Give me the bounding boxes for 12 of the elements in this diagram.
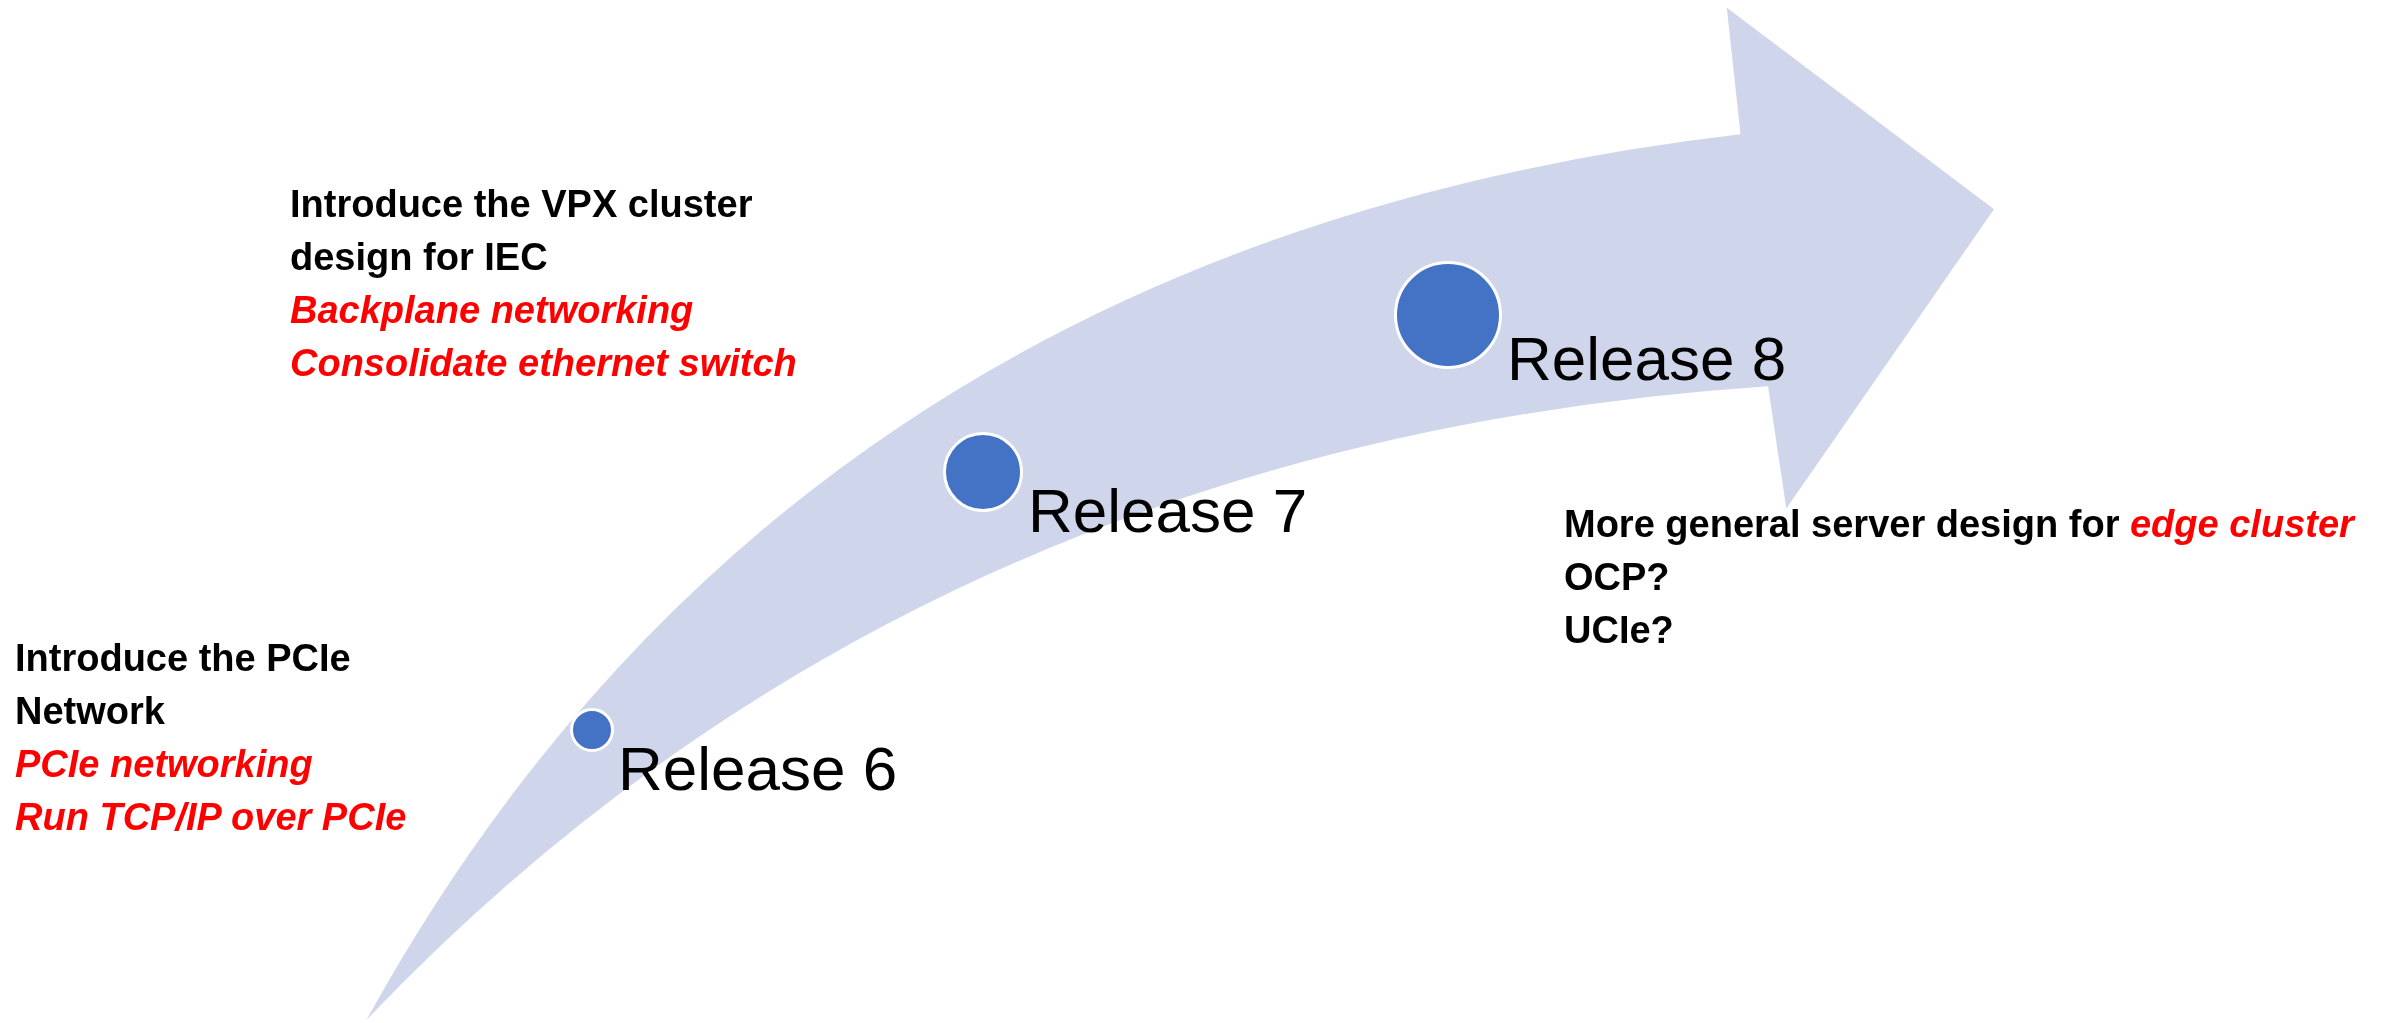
option-note: OCP? xyxy=(1564,555,1671,600)
feature-note: Consolidate ethernet switch xyxy=(290,341,798,386)
release-label: Release 7 xyxy=(1028,480,1308,542)
milestone-description: More general server design for edge cluster xyxy=(1564,502,2357,547)
release-label: Release 6 xyxy=(618,738,898,800)
milestone-description: Introduce the VPX cluster design for IEC xyxy=(290,182,754,280)
option-note: UCIe? xyxy=(1564,608,1675,653)
feature-note: Backplane networking xyxy=(290,288,695,333)
feature-note: PCIe networking xyxy=(15,742,314,787)
feature-note: Run TCP/IP over PCIe xyxy=(15,795,408,840)
milestone-description: Introduce the PCIe Network xyxy=(15,636,352,734)
release-label: Release 8 xyxy=(1507,328,1787,390)
